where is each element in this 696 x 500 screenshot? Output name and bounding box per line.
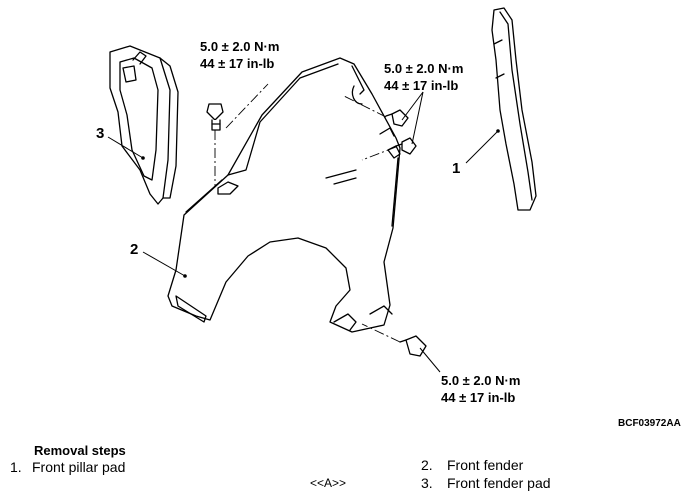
front-fender-pad-part — [109, 45, 179, 205]
step-label: Front fender pad — [447, 475, 551, 491]
removal-step-3: 3. Front fender pad — [421, 475, 551, 491]
step-label: Front fender — [447, 457, 524, 473]
removal-steps-title: Removal steps — [34, 443, 126, 458]
bolt-upper-right-1 — [385, 109, 409, 127]
torque-spec-upper-right: 5.0 ± 2.0 N·m 44 ± 17 in-lb — [384, 61, 464, 93]
figure-code: BCF03972AA — [618, 418, 681, 429]
step-number: 3. — [421, 475, 433, 491]
callout-2: 2 — [130, 241, 139, 258]
torque-spec-top: 5.0 ± 2.0 N·m 44 ± 17 in-lb — [200, 39, 280, 71]
callout-1: 1 — [452, 160, 461, 177]
torque-spec-lower: 5.0 ± 2.0 N·m 44 ± 17 in-lb — [441, 373, 521, 405]
front-fender-part — [167, 57, 401, 333]
step-number: 1. — [10, 459, 22, 475]
procedure-marker: <<A>> — [310, 476, 347, 490]
removal-step-2: 2. Front fender — [421, 457, 523, 473]
step-label: Front pillar pad — [32, 459, 126, 475]
bolt-top — [206, 103, 224, 131]
front-pillar-pad-part — [491, 7, 537, 211]
step-number: 2. — [421, 457, 433, 473]
callout-3: 3 — [96, 125, 105, 142]
removal-step-1: 1. Front pillar pad — [10, 459, 125, 475]
bolt-lower — [399, 335, 427, 357]
